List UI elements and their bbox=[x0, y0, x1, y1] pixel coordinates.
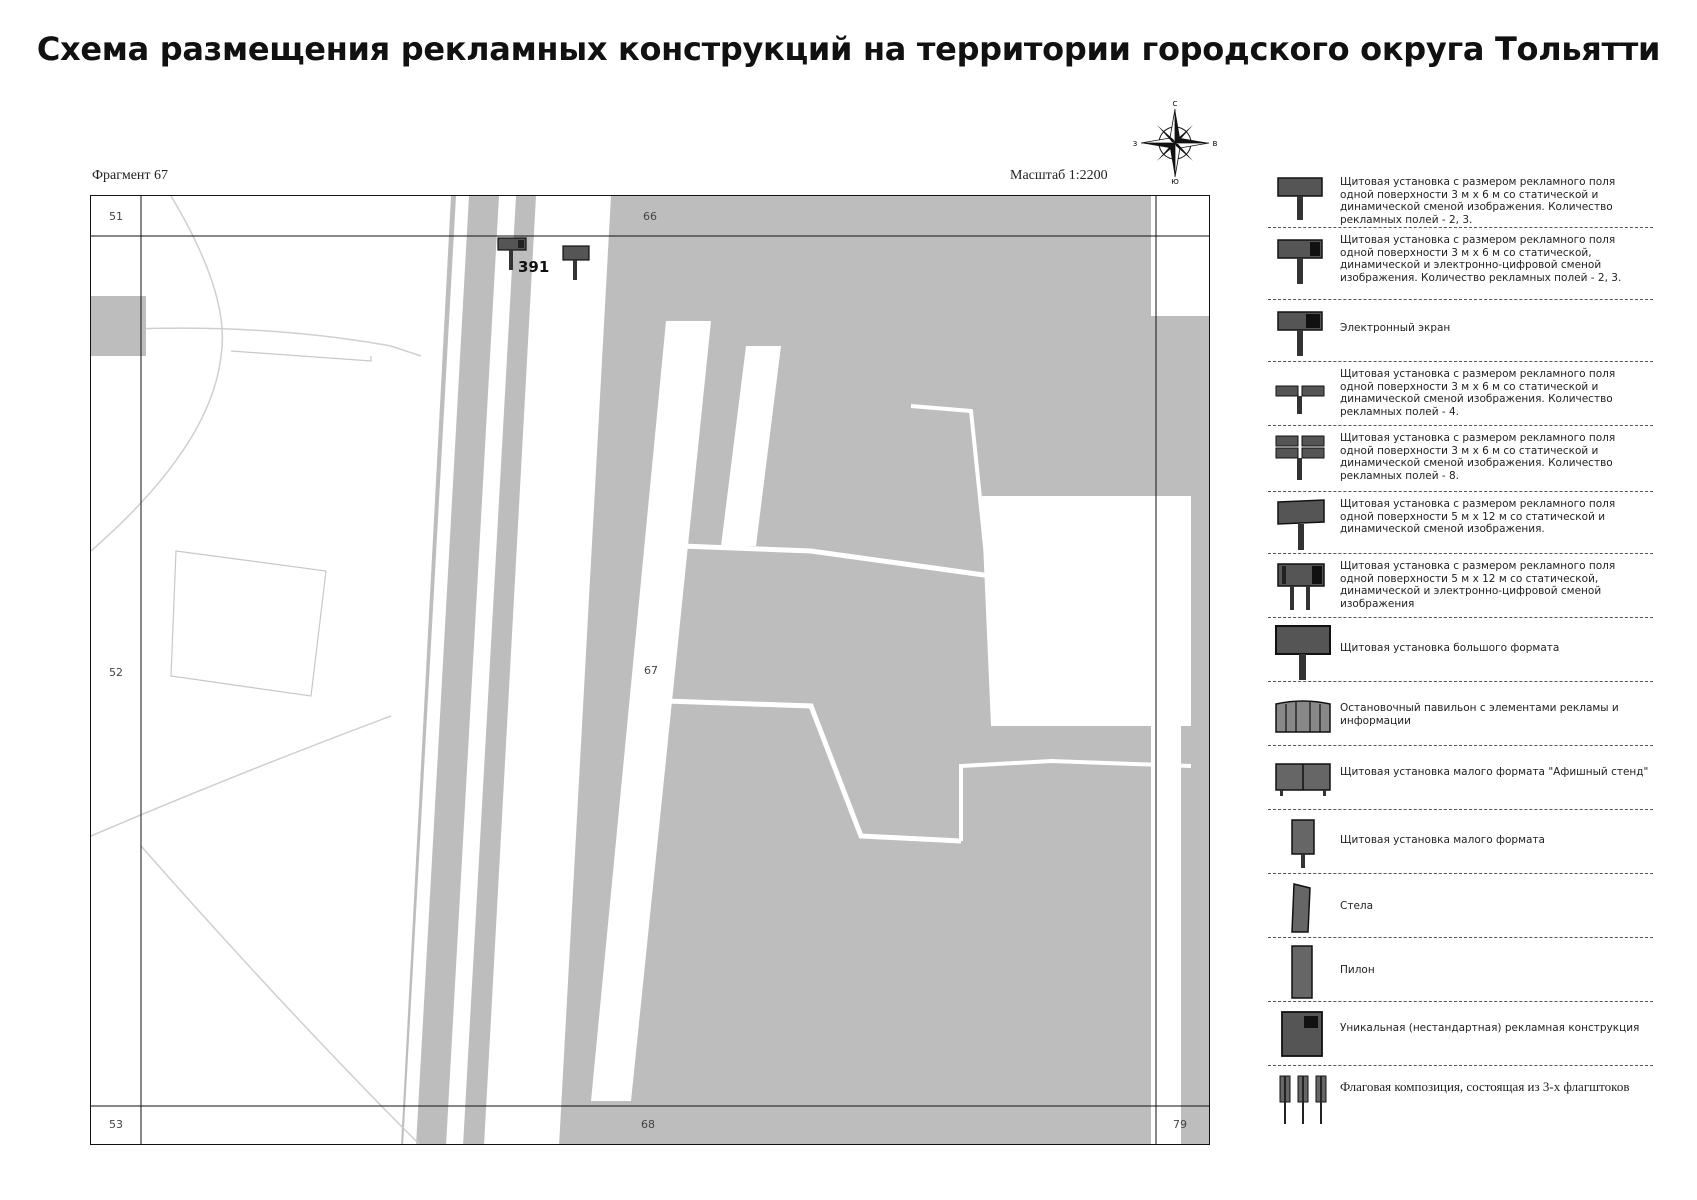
billboard-5x12-digital-icon bbox=[1277, 563, 1325, 610]
map-ground bbox=[91, 196, 1209, 1144]
legend-item: Стела bbox=[1268, 874, 1653, 938]
grid-number: 66 bbox=[643, 210, 657, 223]
legend-item: Щитовая установка с размером рекламного … bbox=[1268, 228, 1653, 300]
flag-composition-icon bbox=[1279, 1075, 1327, 1124]
pylon-icon bbox=[1291, 945, 1313, 999]
large-format-icon bbox=[1275, 625, 1331, 680]
legend-item: Щитовая установка с размером рекламного … bbox=[1268, 492, 1653, 554]
legend-item: Пилон bbox=[1268, 938, 1653, 1002]
legend-item: Щитовая установка с размером рекламного … bbox=[1268, 554, 1653, 618]
legend-text: Щитовая установка большого формата bbox=[1340, 642, 1560, 654]
legend-text: Щитовая установка малого формата "Афишны… bbox=[1340, 766, 1649, 778]
compass-w: З bbox=[1133, 140, 1138, 148]
legend-item: Щитовая установка малого формата "Афишны… bbox=[1268, 746, 1653, 810]
legend-item: Флаговая композиция, состоящая из 3-х фл… bbox=[1268, 1066, 1653, 1126]
stele-icon bbox=[1291, 883, 1311, 933]
scale-label: Масштаб 1:2200 bbox=[1010, 168, 1108, 183]
legend-text: Остановочный павильон с элементами рекла… bbox=[1340, 702, 1619, 727]
billboard-5x12-icon bbox=[1277, 499, 1325, 550]
unique-construction-icon bbox=[1281, 1011, 1323, 1057]
billboard-4-fields-icon bbox=[1275, 385, 1325, 414]
grid-number: 68 bbox=[641, 1118, 655, 1131]
legend-text: Пилон bbox=[1340, 964, 1375, 976]
fragment-label: Фрагмент 67 bbox=[92, 168, 169, 183]
billboard-marker-icon[interactable] bbox=[496, 236, 530, 272]
billboard-marker-icon[interactable] bbox=[561, 244, 593, 282]
grid-number: 79 bbox=[1173, 1118, 1187, 1131]
legend-text: Щитовая установка с размером рекламного … bbox=[1340, 368, 1616, 418]
billboard-3x6-digital-icon bbox=[1277, 239, 1323, 284]
legend-item: Остановочный павильон с элементами рекла… bbox=[1268, 682, 1653, 746]
electronic-screen-icon bbox=[1277, 311, 1323, 356]
legend-item: Уникальная (нестандартная) рекламная кон… bbox=[1268, 1002, 1653, 1066]
legend-item: Щитовая установка с размером рекламного … bbox=[1268, 362, 1653, 426]
legend-text: Щитовая установка малого формата bbox=[1340, 834, 1545, 846]
legend-item: Щитовая установка малого формата bbox=[1268, 810, 1653, 874]
map-fragment[interactable]: 51 66 52 67 53 68 79 391 bbox=[90, 195, 1210, 1145]
legend-text: Щитовая установка с размером рекламного … bbox=[1340, 176, 1616, 226]
legend-text: Электронный экран bbox=[1340, 322, 1451, 334]
legend-item: Щитовая установка большого формата bbox=[1268, 618, 1653, 682]
poster-stand-icon bbox=[1275, 763, 1331, 796]
legend-item: Щитовая установка с размером рекламного … bbox=[1268, 426, 1653, 492]
grid-number: 52 bbox=[109, 666, 123, 679]
legend-text: Щитовая установка с размером рекламного … bbox=[1340, 498, 1616, 535]
compass-e: В bbox=[1213, 140, 1218, 148]
grid-number: 51 bbox=[109, 210, 123, 223]
legend-item: Щитовая установка с размером рекламного … bbox=[1268, 170, 1653, 228]
legend-text: Щитовая установка с размером рекламного … bbox=[1340, 560, 1616, 610]
legend-text: Флаговая композиция, состоящая из 3-х фл… bbox=[1340, 1079, 1630, 1094]
billboard-8-fields-icon bbox=[1275, 435, 1325, 480]
legend-text: Щитовая установка с размером рекламного … bbox=[1340, 234, 1622, 284]
sign-id-label: 391 bbox=[518, 258, 550, 276]
grid-number: 67 bbox=[644, 664, 658, 677]
grid-number: 53 bbox=[109, 1118, 123, 1131]
legend-text: Уникальная (нестандартная) рекламная кон… bbox=[1340, 1022, 1640, 1034]
bus-stop-pavilion-icon bbox=[1275, 700, 1331, 733]
page-title: Схема размещения рекламных конструкций н… bbox=[36, 30, 1661, 68]
compass-rose-icon: С Ю З В bbox=[1133, 100, 1218, 185]
compass-s: Ю bbox=[1171, 178, 1179, 185]
billboard-3x6-icon bbox=[1277, 177, 1323, 220]
small-format-icon bbox=[1291, 819, 1315, 868]
legend-text: Стела bbox=[1340, 900, 1374, 912]
compass-n: С bbox=[1173, 100, 1178, 108]
legend: Щитовая установка с размером рекламного … bbox=[1268, 170, 1653, 1126]
legend-text: Щитовая установка с размером рекламного … bbox=[1340, 432, 1616, 482]
legend-item: Электронный экран bbox=[1268, 300, 1653, 362]
